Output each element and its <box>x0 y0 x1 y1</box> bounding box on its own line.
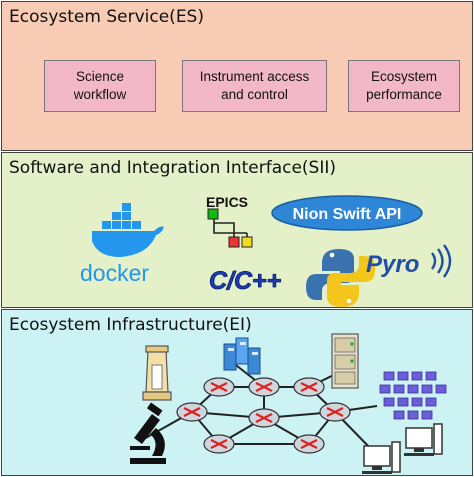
nion-oval-shape <box>271 195 423 231</box>
instrument-access-box: Instrument access and control <box>182 60 327 112</box>
router-icon <box>203 377 235 397</box>
epics-node-green-icon <box>207 208 219 220</box>
python-pyro-logo: Pyro <box>306 244 452 307</box>
sii-layer-title: Software and Integration Interface(SII) <box>9 158 337 178</box>
docker-text: docker <box>80 260 149 286</box>
pyro-text: Pyro <box>366 251 419 278</box>
instrument-access-label: Instrument access and control <box>199 69 310 102</box>
epics-network-icon <box>213 215 248 239</box>
pyro-wave-icon <box>431 244 452 278</box>
epics-logo: EPICS <box>206 194 253 248</box>
router-icons <box>176 377 351 454</box>
python-icon <box>306 249 375 307</box>
epics-text: EPICS <box>206 194 248 210</box>
workstation-icon <box>362 441 401 474</box>
optical-microscope-icon <box>130 402 166 464</box>
ei-layer-title: Ecosystem Infrastructure(EI) <box>9 315 252 335</box>
nion-swift-api-text: Nion Swift API <box>293 206 402 223</box>
ecosystem-performance-box: Ecosystem performance <box>348 60 460 112</box>
docker-whale-icon <box>92 203 164 257</box>
router-icon <box>248 377 280 397</box>
router-icon <box>319 402 351 422</box>
router-icon <box>176 402 208 422</box>
cpp-text: C/C++ <box>209 267 282 295</box>
router-icon <box>293 434 325 454</box>
router-icon <box>203 434 235 454</box>
workstation-icon <box>404 423 443 456</box>
epics-node-red-icon <box>228 236 240 248</box>
es-layer-title: Ecosystem Service(ES) <box>9 7 204 27</box>
ecosystem-performance-label: Ecosystem performance <box>366 69 442 102</box>
ei-infrastructure-canvas <box>130 333 447 474</box>
sii-logos-canvas: docker EPICS Nion Swift API C/C++ <box>80 194 452 307</box>
ecosystem-service-layer: Ecosystem Service(ES) Science workflow I… <box>1 1 473 151</box>
compute-cluster-icon <box>379 371 447 420</box>
ecosystem-infrastructure-layer: Ecosystem Infrastructure(EI) <box>1 309 473 476</box>
electron-microscope-icon <box>142 345 172 401</box>
science-workflow-label: Science workflow <box>73 69 127 102</box>
router-icon <box>293 377 325 397</box>
router-icon <box>248 408 280 428</box>
nion-swift-api-logo: Nion Swift API <box>271 195 423 231</box>
database-server-icon <box>331 333 359 389</box>
docker-logo: docker <box>80 203 164 286</box>
science-workflow-box: Science workflow <box>44 60 156 112</box>
epics-node-yellow-icon <box>241 236 253 248</box>
server-cluster-icon <box>223 337 261 375</box>
software-integration-layer: Software and Integration Interface(SII) … <box>1 152 473 308</box>
